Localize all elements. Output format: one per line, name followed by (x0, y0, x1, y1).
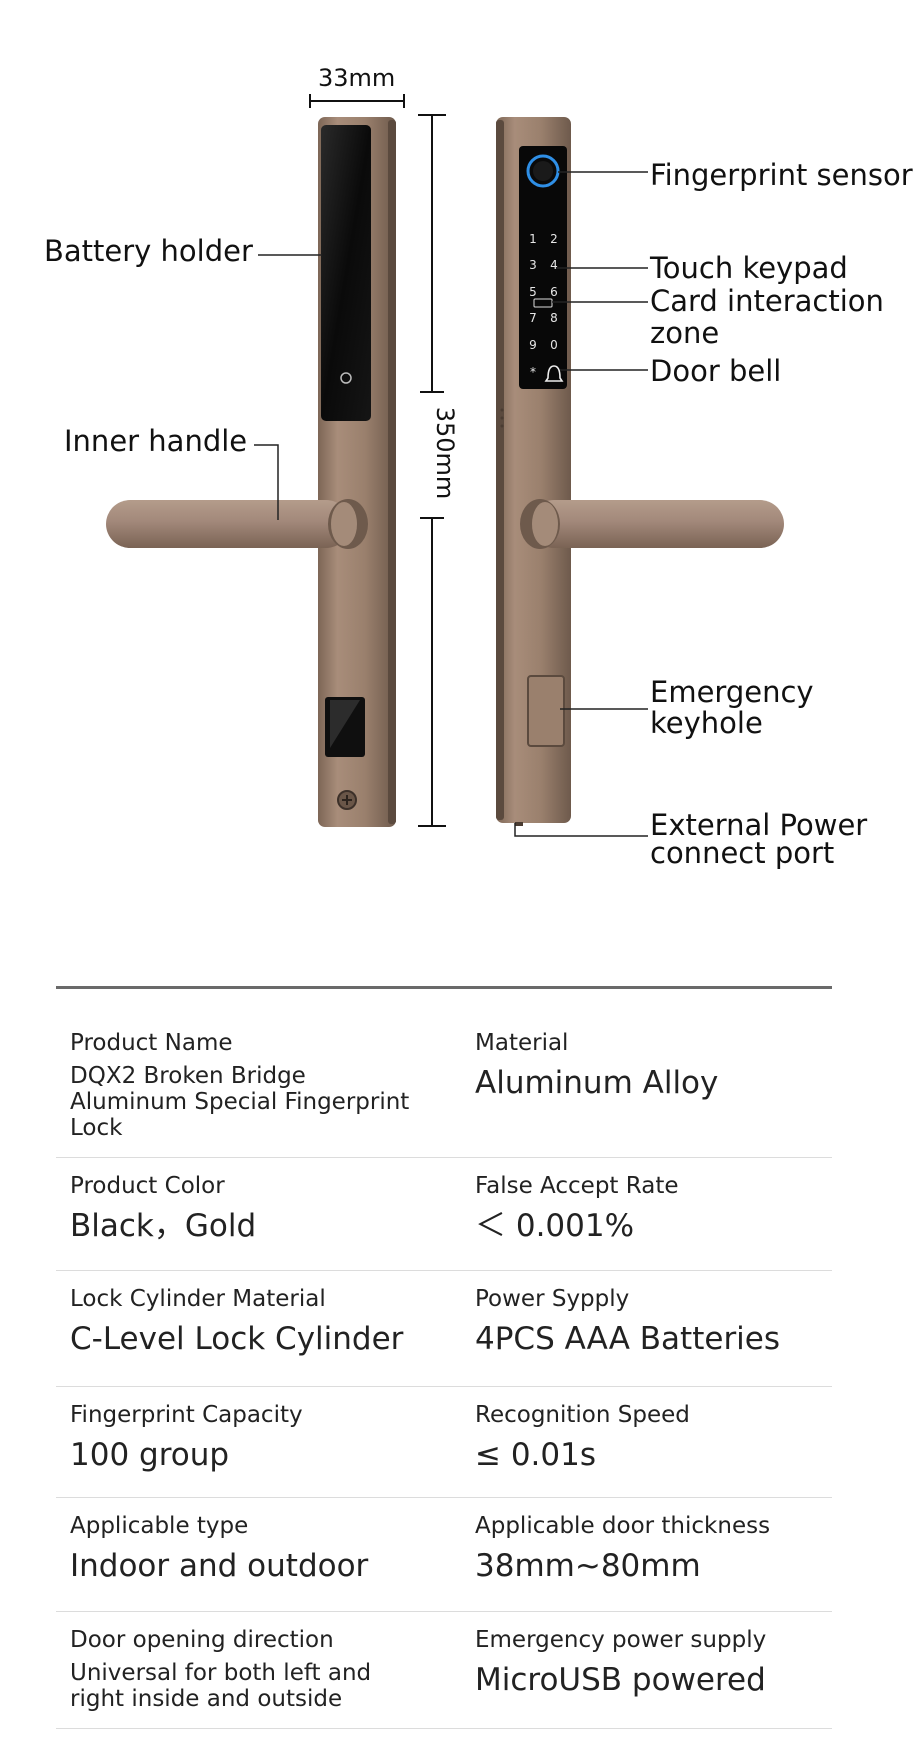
spec-name: Product Name (70, 1030, 233, 1056)
spec-cell: Recognition Speed ≤ 0.01s (460, 1386, 832, 1498)
keypad-screen (519, 146, 567, 389)
card-zone-mark (533, 298, 553, 308)
spec-cell: Power Sypply 4PCS AAA Batteries (460, 1270, 832, 1387)
label-card-zone-line1: Card interaction (650, 284, 884, 318)
spec-value: Indoor and outdoor (70, 1548, 369, 1584)
spec-name: Applicable type (70, 1513, 249, 1539)
spec-value: 4PCS AAA Batteries (475, 1321, 781, 1357)
svg-text:9: 9 (529, 338, 537, 352)
svg-text:1: 1 (529, 232, 537, 246)
spec-name: Product Color (70, 1173, 225, 1199)
spec-name: Material (475, 1030, 569, 1056)
svg-text:*: * (530, 365, 536, 379)
spec-name: False Accept Rate (475, 1173, 679, 1199)
spec-row: Fingerprint Capacity 100 group Recognition… (56, 1386, 832, 1498)
label-fingerprint-sensor: Fingerprint sensor (650, 158, 913, 192)
spec-value: Black，Gold (70, 1208, 257, 1244)
spec-name: Door opening direction (70, 1627, 334, 1653)
svg-text:0: 0 (550, 338, 558, 352)
spec-name: Applicable door thickness (475, 1513, 771, 1539)
spec-cell: Applicable door thickness 38mm~80mm (460, 1497, 832, 1612)
spec-name: Fingerprint Capacity (70, 1402, 303, 1428)
svg-text:6: 6 (550, 285, 558, 299)
spec-cell: Fingerprint Capacity 100 group (56, 1386, 460, 1498)
svg-text:5: 5 (529, 285, 537, 299)
label-emergency-line1: Emergency (650, 675, 814, 709)
spec-value: Universal for both left and right inside… (70, 1660, 372, 1712)
label-power-line2: connect port (650, 836, 835, 870)
battery-holder-cover (321, 125, 371, 421)
svg-text:3: 3 (529, 258, 537, 272)
spec-value: C-Level Lock Cylinder (70, 1321, 404, 1357)
outer-handle (530, 500, 784, 548)
inner-handle (106, 500, 350, 548)
spec-name: Recognition Speed (475, 1402, 690, 1428)
spec-cell: False Accept Rate ＜ 0.001% (460, 1157, 832, 1271)
label-power-line1: External Power (650, 808, 868, 842)
svg-text:2: 2 (550, 232, 558, 246)
svg-text:7: 7 (529, 311, 537, 325)
svg-text:8: 8 (550, 311, 558, 325)
spec-value: 100 group (70, 1437, 230, 1473)
svg-text:4: 4 (550, 258, 558, 272)
spec-name: Lock Cylinder Material (70, 1286, 326, 1312)
height-label: 350mm (431, 406, 459, 500)
label-card-zone-line2: zone (650, 316, 720, 350)
label-door-bell: Door bell (650, 354, 782, 388)
spec-value: ＜ 0.001% (475, 1208, 635, 1244)
spec-value: DQX2 Broken Bridge Aluminum Special Fing… (70, 1063, 410, 1141)
label-battery-holder: Battery holder (44, 234, 253, 268)
spec-value: 38mm~80mm (475, 1548, 701, 1584)
bell-icon (544, 365, 564, 382)
width-label: 33mm (318, 64, 396, 92)
spec-value: ≤ 0.01s (475, 1437, 597, 1473)
label-inner-handle: Inner handle (64, 424, 248, 458)
spec-name: Emergency power supply (475, 1627, 767, 1653)
label-touch-keypad: Touch keypad (650, 251, 848, 285)
table-top-rule (56, 986, 832, 989)
spec-value: Aluminum Alloy (475, 1065, 719, 1101)
emergency-keyhole (527, 675, 565, 747)
label-emergency-line2: keyhole (650, 706, 763, 740)
spec-value: MicroUSB powered (475, 1662, 766, 1698)
spec-name: Power Sypply (475, 1286, 630, 1312)
